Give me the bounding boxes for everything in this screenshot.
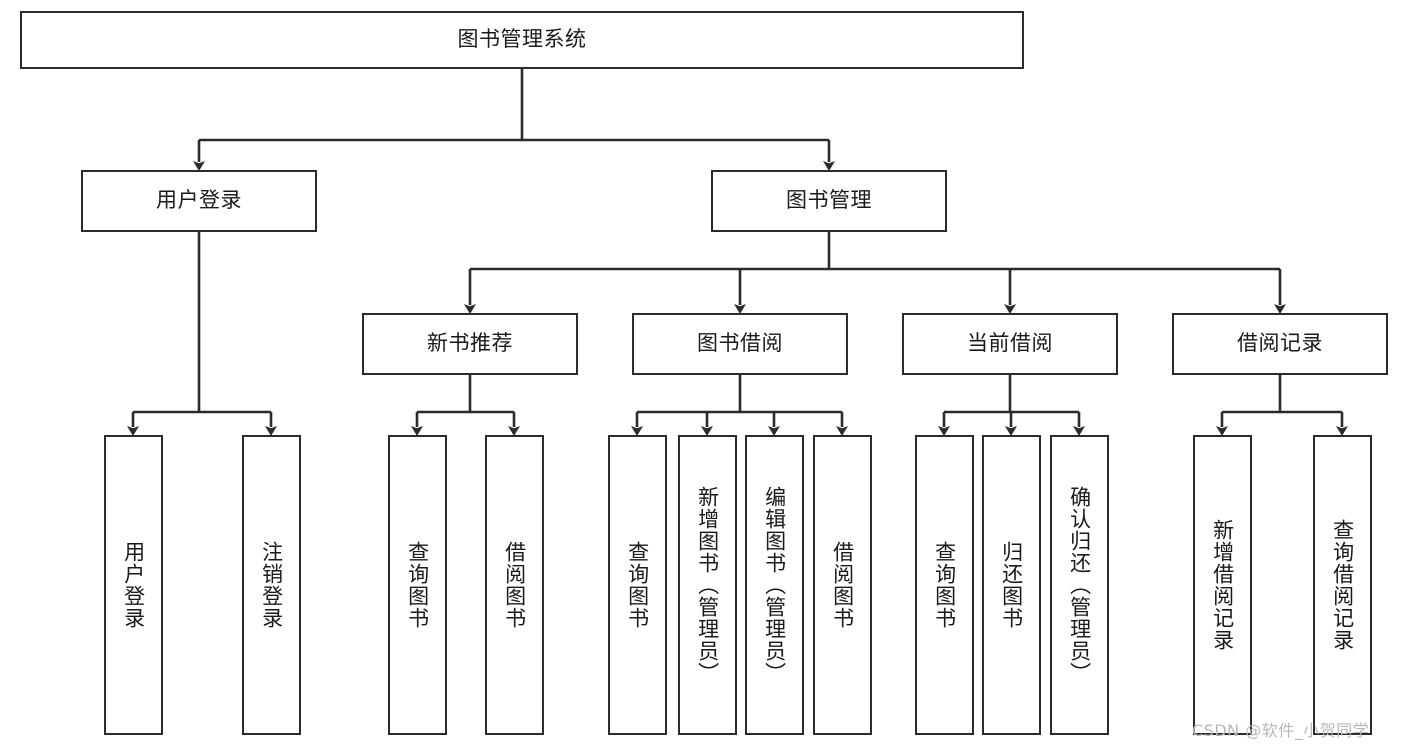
- node-borrow-record[interactable]: 借阅记录: [1172, 313, 1388, 375]
- node-leaf-user-login-label: 用户登录: [121, 541, 146, 629]
- node-current-borrow-label: 当前借阅: [967, 331, 1053, 356]
- node-leaf-borrow-book-2[interactable]: 借阅图书: [813, 435, 872, 735]
- node-leaf-query-record-label: 查询借阅记录: [1330, 519, 1355, 651]
- node-root[interactable]: 图书管理系统: [20, 11, 1024, 69]
- edge-group-borrow-record: [1216, 375, 1348, 436]
- node-leaf-user-logout[interactable]: 注销登录: [242, 435, 301, 735]
- node-book-borrow-label: 图书借阅: [697, 331, 783, 356]
- node-leaf-return-book-label: 归还图书: [999, 541, 1024, 629]
- node-new-book-rec[interactable]: 新书推荐: [362, 313, 578, 375]
- node-leaf-add-book[interactable]: 新增图书（管理员）: [678, 435, 737, 735]
- node-leaf-add-record[interactable]: 新增借阅记录: [1193, 435, 1252, 735]
- node-leaf-borrow-book-1-label: 借阅图书: [502, 541, 527, 629]
- node-leaf-edit-book[interactable]: 编辑图书（管理员）: [745, 435, 804, 735]
- node-root-label: 图书管理系统: [457, 27, 587, 52]
- node-leaf-add-record-label: 新增借阅记录: [1210, 519, 1235, 651]
- node-leaf-query-book-1[interactable]: 查询图书: [388, 435, 447, 735]
- node-current-borrow[interactable]: 当前借阅: [902, 313, 1118, 375]
- node-leaf-user-login[interactable]: 用户登录: [104, 435, 163, 735]
- node-borrow-record-label: 借阅记录: [1237, 331, 1323, 356]
- node-leaf-borrow-book-1[interactable]: 借阅图书: [485, 435, 544, 735]
- node-leaf-confirm-return-label: 确认归还（管理员）: [1067, 486, 1092, 684]
- node-leaf-query-record[interactable]: 查询借阅记录: [1313, 435, 1372, 735]
- node-leaf-query-book-2-label: 查询图书: [625, 541, 650, 629]
- node-book-manage-label: 图书管理: [786, 188, 872, 213]
- node-leaf-query-book-3-label: 查询图书: [932, 541, 957, 629]
- node-leaf-add-book-label: 新增图书（管理员）: [695, 486, 720, 684]
- node-user-login-label: 用户登录: [156, 188, 242, 213]
- edge-group-current-borrow: [938, 375, 1085, 436]
- node-new-book-rec-label: 新书推荐: [427, 331, 513, 356]
- node-leaf-confirm-return[interactable]: 确认归还（管理员）: [1050, 435, 1109, 735]
- node-leaf-borrow-book-2-label: 借阅图书: [830, 541, 855, 629]
- edge-group-user-login: [127, 232, 277, 436]
- node-user-login[interactable]: 用户登录: [81, 170, 317, 232]
- node-leaf-user-logout-label: 注销登录: [259, 541, 284, 629]
- edge-group-root: [193, 69, 835, 171]
- edge-group-book-borrow: [631, 375, 848, 436]
- node-leaf-return-book[interactable]: 归还图书: [982, 435, 1041, 735]
- node-leaf-query-book-3[interactable]: 查询图书: [915, 435, 974, 735]
- edge-group-new-book-rec: [411, 375, 520, 436]
- edge-group-book-manage: [464, 232, 1286, 314]
- node-book-manage[interactable]: 图书管理: [711, 170, 947, 232]
- node-leaf-edit-book-label: 编辑图书（管理员）: [762, 486, 787, 684]
- node-leaf-query-book-2[interactable]: 查询图书: [608, 435, 667, 735]
- node-book-borrow[interactable]: 图书借阅: [632, 313, 848, 375]
- node-leaf-query-book-1-label: 查询图书: [405, 541, 430, 629]
